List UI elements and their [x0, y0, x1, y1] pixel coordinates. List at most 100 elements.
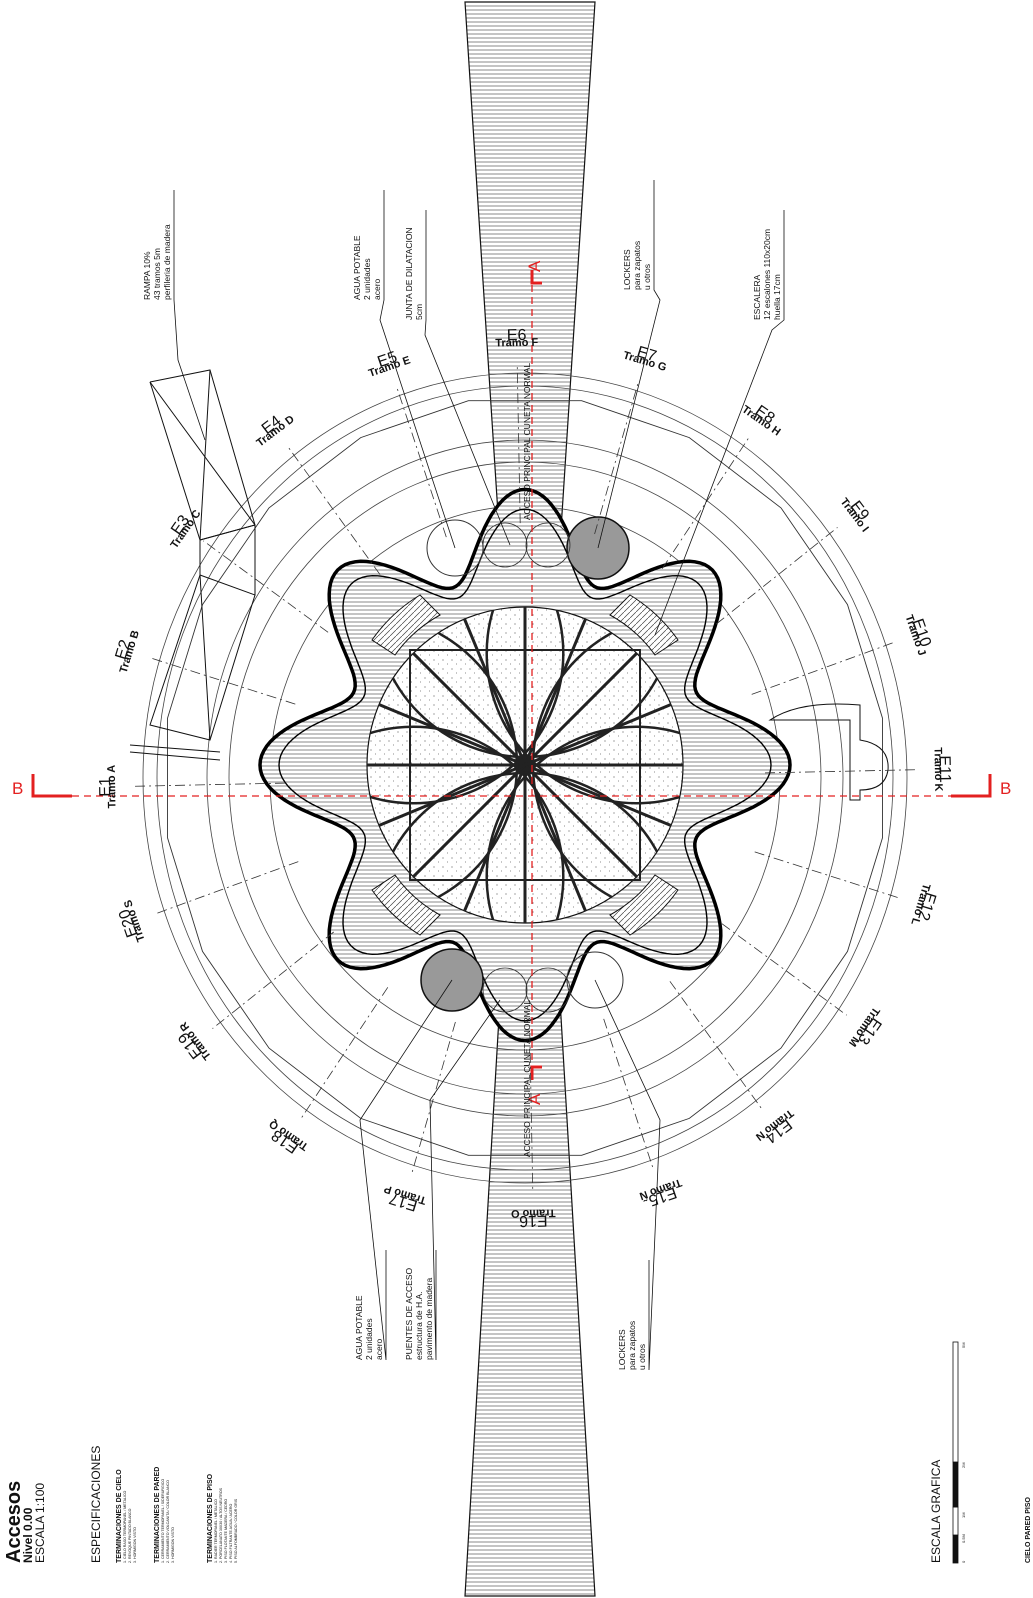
access-label-top: ACCESO PRINCIPAL CUNETA NORMAL	[522, 363, 532, 520]
axis-line	[516, 363, 521, 524]
note-agua-bottom-line: AGUA POTABLE	[354, 1295, 364, 1360]
outer-deck	[167, 400, 883, 1156]
central-hall	[366, 606, 684, 924]
note-junta-line: JUNTA DE DILATACION	[404, 227, 414, 320]
axis-line	[149, 657, 296, 705]
tramo-label: Tramo O	[510, 1206, 555, 1219]
spec-item: 4. PISO FILTRANTE AGUA / ACERO	[229, 1504, 233, 1563]
right-walkway	[768, 703, 889, 801]
note-agua-bottom-line: acero	[374, 1338, 384, 1360]
note-lockers-top-line: u otros	[642, 264, 652, 290]
spec-item: 1. RADIER TERMOPANEL / METALICO	[214, 1499, 218, 1563]
tramo-label: Tramo K	[931, 747, 944, 791]
scale-tick: 0	[961, 1560, 966, 1563]
section-b-left-label: B	[12, 779, 23, 798]
axis-line	[396, 385, 447, 538]
scale-tick: 5M	[961, 1342, 966, 1348]
note-agua-top-line: acero	[372, 278, 382, 300]
title-block: Accesos Nivel 0.00 ESCALA 1:100 ESPECIFI…	[3, 1341, 1032, 1564]
axis-label: E16	[519, 1212, 548, 1230]
axis-label: E2	[113, 638, 135, 662]
tramo-label: Tramo A	[106, 765, 119, 809]
axis-line	[661, 437, 750, 569]
note-rampa-line: perfileria de madera	[162, 224, 172, 300]
axis-line	[721, 923, 847, 1016]
spec-group-title: TERMINACIONES DE CIELO	[116, 1469, 123, 1563]
note-puentes-line: estructura de H.A.	[414, 1291, 424, 1360]
note-lockers-bottom-line: LOCKERS	[617, 1329, 627, 1370]
building-inner-wall	[278, 508, 772, 1022]
axis-line	[529, 1032, 534, 1193]
plan-title: Accesos	[3, 1481, 25, 1563]
ramp	[129, 369, 256, 761]
axis-line	[716, 527, 838, 625]
note-rampa-line: RAMPA 10%	[142, 251, 152, 300]
spec-item: 2. PORCELANATO 30X30 / ALTOS NEUTROS	[219, 1487, 223, 1563]
note-junta-line: 5cm	[414, 304, 424, 320]
axis-label: E5	[375, 349, 399, 372]
legend-bottom: CIELO PARED PISO	[1025, 1496, 1032, 1563]
graphic-scale-bar	[952, 1341, 959, 1564]
note-agua-top-line: 2 unidades	[362, 258, 372, 300]
section-b-right-label: B	[1000, 779, 1011, 798]
spec-item: 2. REVOQUE PINTADO BLANCO	[128, 1508, 132, 1563]
axis-line	[133, 782, 286, 787]
axis-line	[212, 931, 334, 1029]
lockers-bottom	[566, 951, 624, 1009]
note-escalera-line: huella 17cm	[772, 274, 782, 320]
axis-line	[203, 540, 329, 633]
note-agua-top-line: AGUA POTABLE	[352, 235, 362, 300]
spec-item: 3. HORMIGON VISTO	[133, 1527, 137, 1563]
note-puentes-line: pavimento de madera	[424, 1278, 434, 1360]
note-agua-bottom-line: 2 unidades	[364, 1318, 374, 1360]
plan-scale: ESCALA 1:100	[33, 1483, 47, 1563]
note-rampa-line: 43 tramos 5m	[152, 248, 162, 300]
stairs	[371, 594, 679, 936]
axis-line	[754, 851, 901, 899]
specs-heading: ESPECIFICACIONES	[89, 1446, 103, 1563]
note-lockers-bottom-line: u otros	[637, 1344, 647, 1370]
section-a-bottom-label: A	[525, 1093, 544, 1105]
spec-group-title: TERMINACIONES DE PISO	[207, 1473, 214, 1563]
note-lockers-top-line: para zapatos	[632, 241, 642, 290]
axis-line	[287, 446, 381, 575]
axis-line	[751, 641, 896, 695]
scale-tick: 2M	[961, 1462, 966, 1468]
scale-tick: 1M	[961, 1512, 966, 1518]
note-lockers-bottom-line: para zapatos	[627, 1321, 637, 1370]
spec-item: 5. PISO ALFOMBRADO / COLOR GRIS	[234, 1498, 238, 1563]
note-lockers-top-line: LOCKERS	[622, 249, 632, 290]
plan-level: Nivel 0.00	[21, 1507, 35, 1563]
axis-label: E1	[97, 777, 114, 797]
axis-line	[669, 981, 763, 1110]
note-escalera-line: ESCALERA	[752, 274, 762, 320]
scale-tick: 0.5M	[961, 1534, 966, 1543]
axis-label: E11	[936, 755, 954, 783]
access-label-bottom: ACCESO PRINCIPAL CUNETA NORMAL	[522, 1000, 532, 1157]
spec-group-title: TERMINACIONES DE PARED	[154, 1467, 161, 1563]
axis-line	[154, 861, 299, 915]
axis-line	[300, 987, 389, 1119]
section-a-top-label: A	[525, 260, 544, 272]
spec-item: 1. CIELO RASO TERMOPANEL / METALICO	[123, 1490, 127, 1563]
axis-line	[764, 769, 917, 774]
spec-item: 3. HORMIGON VISTO	[171, 1527, 175, 1563]
spec-item: 1. CERRAMIENTO TERMOPANEL / SIDERURGICO	[161, 1479, 165, 1563]
graphic-scale-label: ESCALA GRAFICA	[929, 1460, 943, 1563]
note-puentes-line: PUENTES DE ACCESO	[404, 1268, 414, 1360]
note-escalera-line: 12 escalones 110x20cm	[762, 229, 772, 320]
axis-line	[594, 380, 640, 535]
axis-line	[410, 1021, 456, 1176]
spec-item: 3. PISO FLOTANTE MADERA / CEDRO	[224, 1499, 228, 1563]
tramo-label: Tramo F	[495, 337, 538, 350]
